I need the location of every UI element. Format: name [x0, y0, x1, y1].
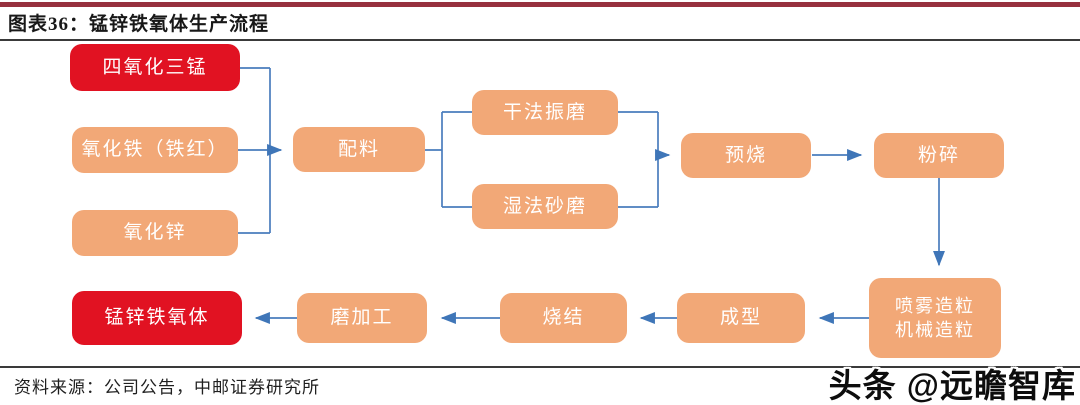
footer-divider [0, 366, 1080, 368]
flow-node-wet-milling: 湿法砂磨 [472, 184, 618, 229]
flow-node-batching: 配料 [293, 127, 425, 172]
header-accent-bar [0, 2, 1080, 7]
flow-node-crushing: 粉碎 [874, 133, 1004, 178]
flow-node-mn3o4: 四氧化三锰 [70, 44, 240, 91]
watermark: 头条 @远瞻智库 [828, 367, 1076, 404]
figure-title: 图表36：锰锌铁氧体生产流程 [8, 14, 270, 35]
flow-node-presintering: 预烧 [681, 133, 811, 178]
title-divider [0, 39, 1080, 41]
flow-node-mnzn-ferrite: 锰锌铁氧体 [72, 291, 242, 345]
flow-node-iron-oxide: 氧化铁（铁红） [72, 127, 238, 173]
flow-node-sintering: 烧结 [500, 293, 627, 343]
flow-node-grinding: 磨加工 [297, 293, 427, 343]
flow-node-dry-milling: 干法振磨 [472, 90, 618, 135]
flow-node-granulation: 喷雾造粒 机械造粒 [869, 278, 1001, 358]
flow-node-zinc-oxide: 氧化锌 [72, 210, 238, 256]
flow-node-molding: 成型 [677, 293, 805, 343]
source-note: 资料来源：公司公告，中邮证券研究所 [14, 378, 320, 397]
